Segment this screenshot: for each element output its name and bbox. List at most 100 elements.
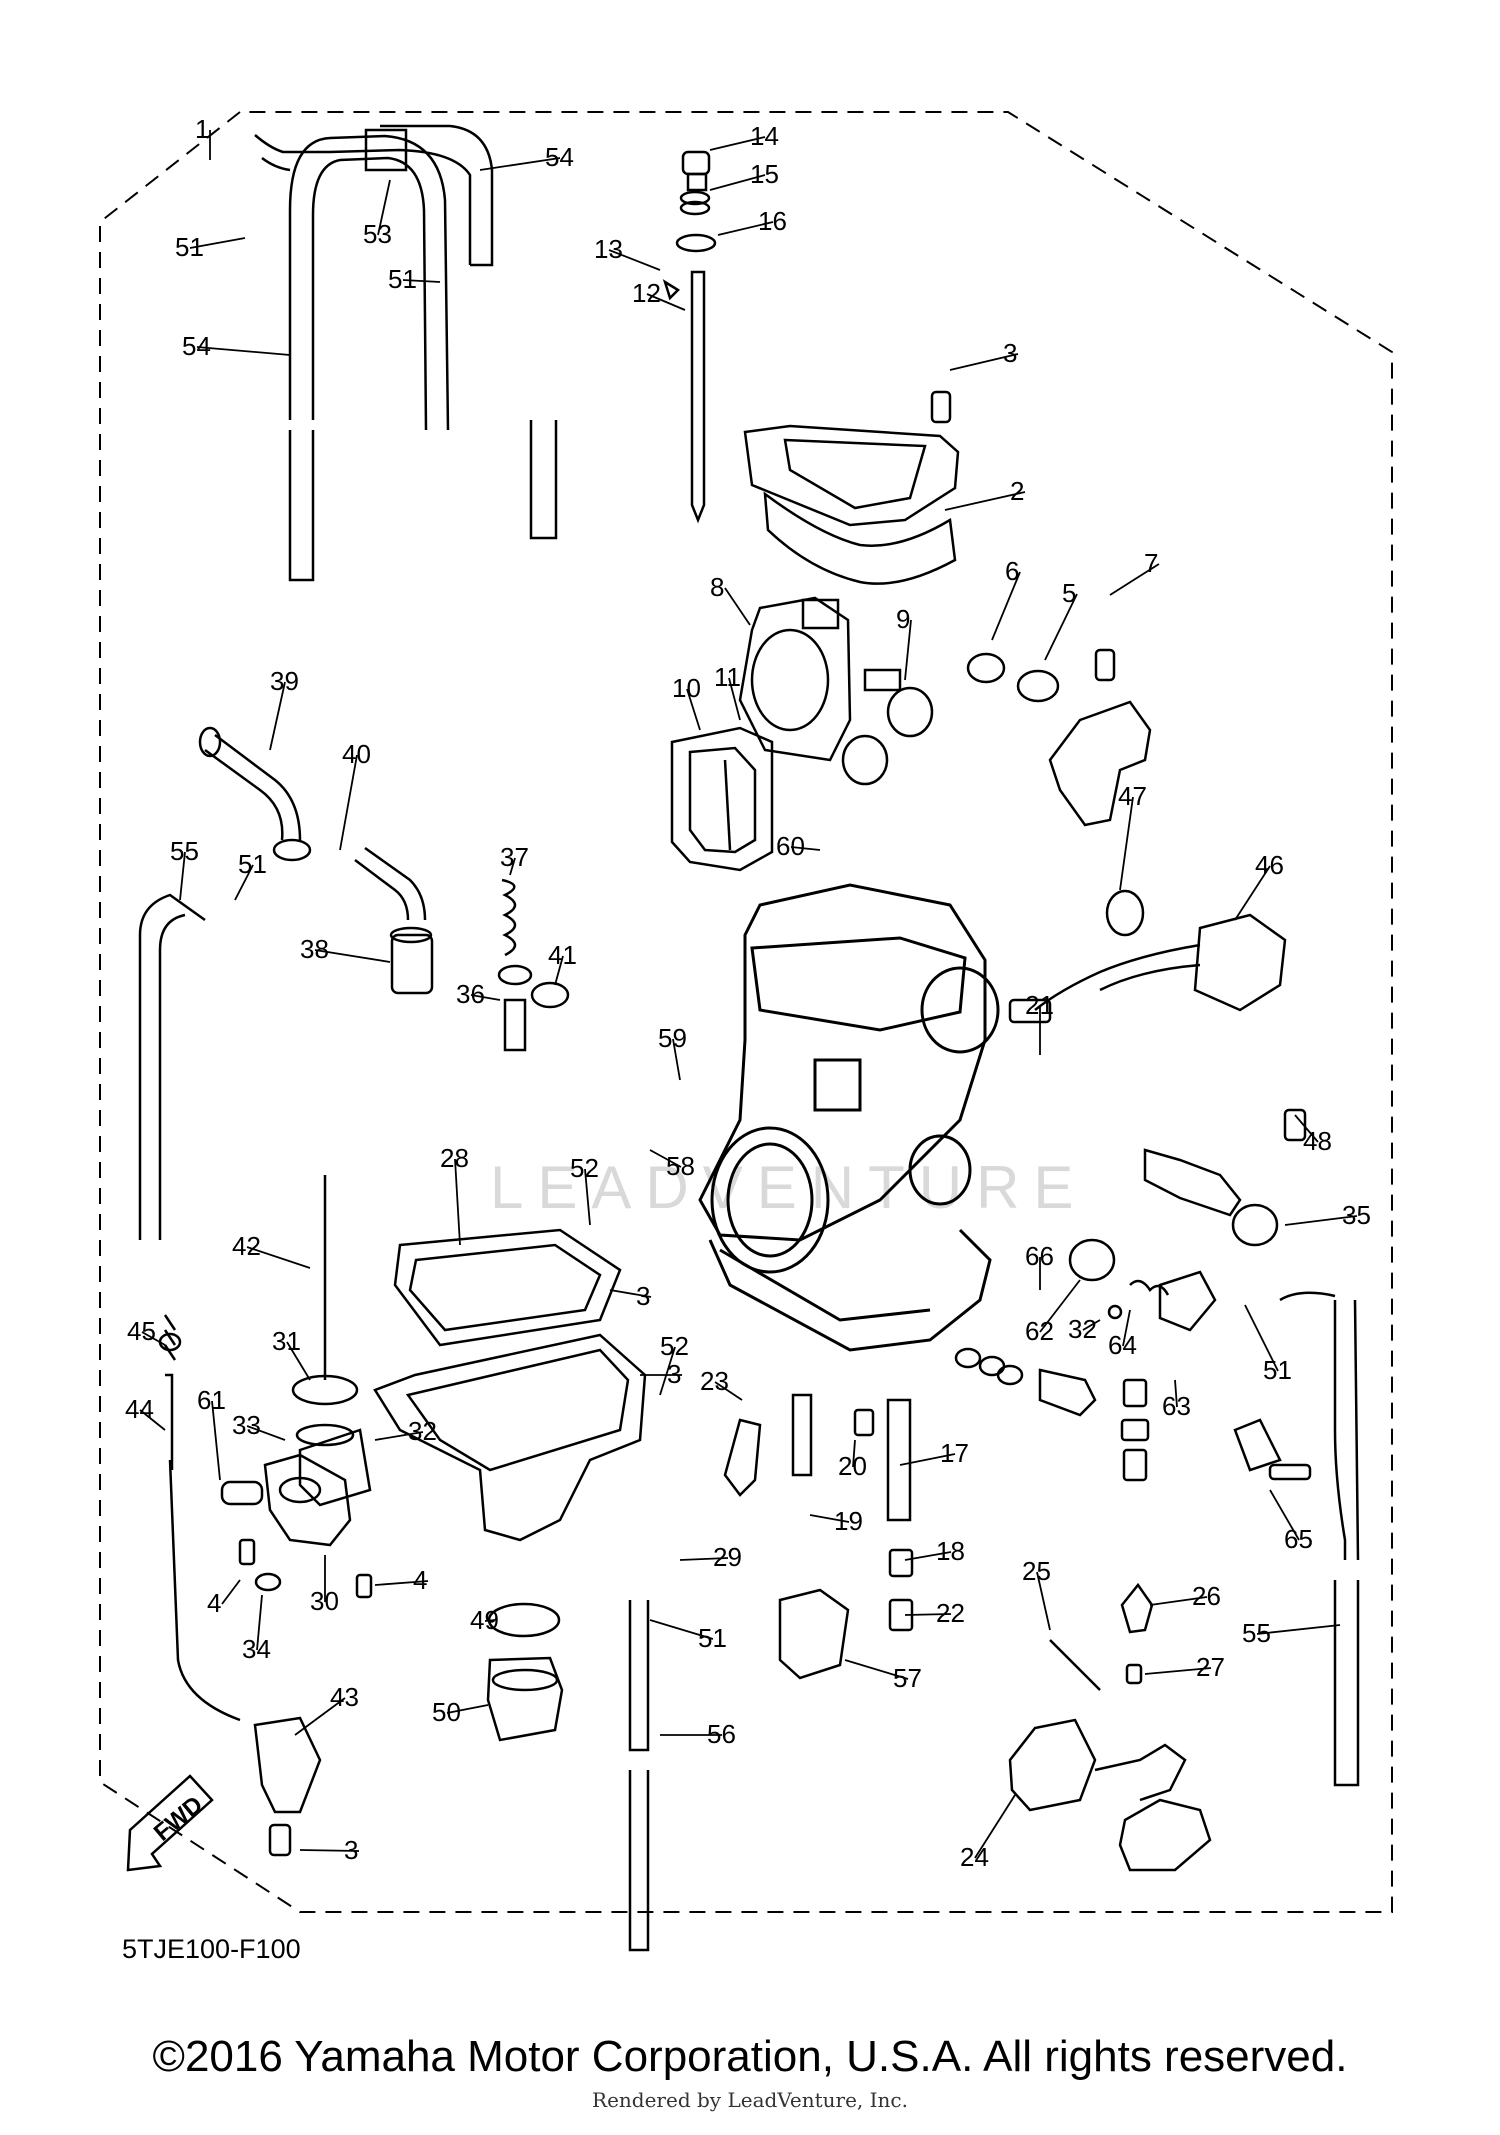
callout-leader-line [454,1158,461,1246]
callout-c12: 12 [632,278,661,308]
callout-c3b: 3 [636,1281,650,1311]
callout-c52a: 52 [570,1153,599,1183]
callout-c6: 6 [1005,556,1019,586]
callout-leader-line [234,864,254,901]
callout-c55a: 55 [170,836,199,866]
callout-leader-line [374,1431,424,1441]
callout-c56: 56 [707,1719,736,1749]
callout-leader-line [1294,1114,1319,1143]
callout-leader-line [1234,865,1271,921]
callout-leader-line [294,1697,346,1736]
callout-c16: 16 [758,206,787,236]
callout-c5: 5 [1062,578,1076,608]
callout-c9: 9 [896,604,910,634]
callout-leader-line [904,619,912,681]
callout-leader-line [1284,1215,1358,1226]
callout-leader-line [196,346,291,356]
callout-c34: 34 [242,1634,271,1664]
callout-c17: 17 [940,1438,969,1468]
callout-leader-line [1149,1596,1208,1606]
callout-leader-line [470,994,501,1001]
carburetor-body [698,883,1000,1352]
callout-leader-line [991,571,1021,641]
callout-c3c: 3 [667,1359,681,1389]
callout-c31: 31 [272,1326,301,1356]
top-cover [743,390,960,585]
callout-leader-line [659,1346,676,1396]
callout-leader-line [1244,1304,1279,1372]
callout-c10: 10 [672,673,701,703]
callout-leader-line [899,1453,956,1466]
callout-c43: 43 [330,1682,359,1712]
callout-c36: 36 [456,979,485,1009]
callout-c54a: 54 [545,142,574,172]
callout-leader-line [1036,1571,1051,1631]
callout-c3d: 3 [344,1835,358,1865]
callout-c1: 1 [195,114,209,144]
callout-c21: 21 [1025,990,1054,1020]
callout-leader-line [709,174,766,191]
callout-c64: 64 [1108,1330,1137,1360]
callout-leader-line [1269,1489,1300,1541]
callout-leader-line [1122,1309,1131,1347]
callout-c32a: 32 [408,1416,437,1446]
callout-leader-line [1044,593,1078,661]
callout-c53: 53 [363,219,392,249]
callout-c45: 45 [127,1316,156,1346]
callout-leader-line [728,677,741,721]
callout-leader-line [479,157,561,171]
callout-leader-line [714,1381,743,1401]
callout-c14: 14 [750,121,779,151]
callout-c39: 39 [270,666,299,696]
callout-c50: 50 [432,1697,461,1727]
callout-leader-line [904,1613,952,1616]
callout-leader-line [509,857,516,876]
callout-c19: 19 [834,1506,863,1536]
callout-c66: 66 [1025,1241,1054,1271]
callout-c40: 40 [342,739,371,769]
callout-leader-line [584,1168,591,1226]
callout-leader-line [211,1400,221,1481]
callout-c59: 59 [658,1023,687,1053]
callout-c51a: 51 [175,232,204,262]
callout-c63: 63 [1162,1391,1191,1421]
callout-leader-line [179,851,186,901]
callout-leader-line [1039,1279,1081,1333]
callout-c38: 38 [300,934,329,964]
callout-leader-line [446,1704,489,1714]
callout-c27: 27 [1196,1652,1225,1682]
callout-c20: 20 [838,1451,867,1481]
callout-leader-line [679,1557,729,1561]
callout-leader-line [377,179,391,236]
callout-leader-line [402,279,441,283]
diagram-code: 5TJE100-F100 [122,1934,301,1964]
callout-leader-line [724,587,751,626]
accelerator-pump-parts [158,1175,373,1857]
callout-c41: 41 [548,940,577,970]
callout-c54b: 54 [182,331,211,361]
callout-leader-line [646,293,686,311]
callout-c46: 46 [1255,850,1284,880]
callout-c47: 47 [1118,781,1147,811]
callout-c61: 61 [197,1385,226,1415]
callout-leader-line [672,1038,681,1081]
fwd-label: FWD [149,1791,208,1847]
throttle-valve [738,596,934,786]
callout-c52b: 52 [660,1331,689,1361]
vent-hose-assembly [254,124,558,582]
callout-leader-line [649,1619,714,1640]
float-bowl [373,1228,647,1542]
callout-c25: 25 [1022,1556,1051,1586]
callout-c49: 49 [470,1605,499,1635]
callout-c28: 28 [440,1143,469,1173]
callout-leader-line [1119,796,1134,891]
callout-c30: 30 [310,1586,339,1616]
callout-leader-line [1174,1379,1178,1408]
callout-c32b: 32 [1068,1314,1097,1344]
callout-c65: 65 [1284,1524,1313,1554]
callout-leader-line [256,1594,263,1651]
callout-c26: 26 [1192,1581,1221,1611]
callout-c3a: 3 [1003,338,1017,368]
callout-leader-line [649,1149,682,1168]
